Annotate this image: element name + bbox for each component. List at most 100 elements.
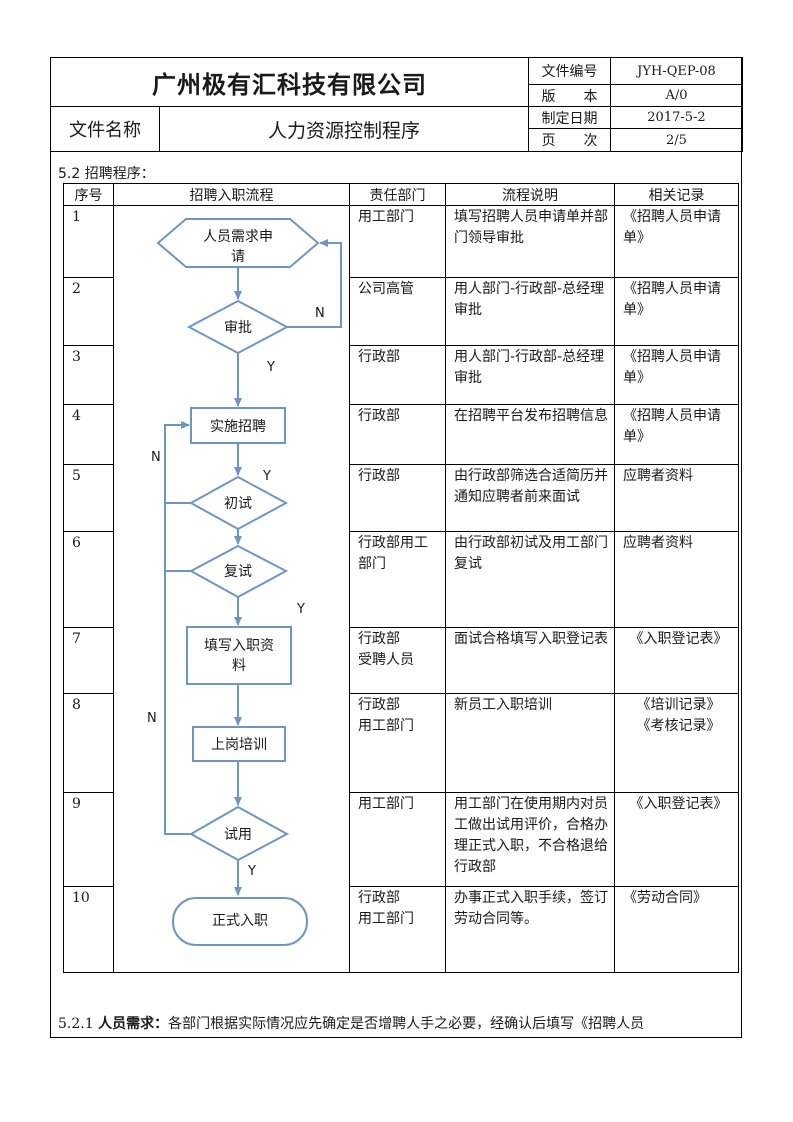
approve-no-loop <box>287 239 342 328</box>
flow-approve-yes: Y <box>266 360 275 375</box>
recruitment-flowchart: 人员需求申 请 审批 实施招聘 初试 复试 填写入职资 料 上岗培训 试用 正式… <box>147 218 342 946</box>
table-row: 7 行政部 受聘人员面试合格填写入职登记表《入职登记表》 <box>63 627 739 694</box>
table-row: 6 行政部用工部门由行政部初试及用工部门复试应聘者资料 <box>63 531 739 628</box>
flow-cell <box>113 404 350 465</box>
flow-trial-label: 试用 <box>224 827 252 843</box>
row-dept: 行政部 <box>349 464 446 532</box>
request-hexagon <box>156 218 320 268</box>
row-record: 应聘者资料 <box>614 531 739 628</box>
flow-first-interview-label: 初试 <box>224 495 252 512</box>
footer-number: 5.2.1 <box>58 1016 94 1032</box>
col-header-dept: 责任部门 <box>349 183 446 206</box>
row-record: 《招聘人员申请单》 <box>614 404 739 465</box>
row-record: 《入职登记表》 <box>614 627 739 694</box>
row-number: 5 <box>63 464 114 532</box>
flow-cell <box>113 531 350 628</box>
table-row: 8 行政部 用工部门新员工入职培训《培训记录》 《考核记录》 <box>63 693 739 793</box>
flow-cell <box>113 345 350 405</box>
row-dept: 行政部 受聘人员 <box>349 627 446 694</box>
flow-cell <box>113 627 350 694</box>
flow-recruit-label: 实施招聘 <box>210 419 266 435</box>
row-dept: 行政部用工部门 <box>349 531 446 628</box>
flow-approve-no: N <box>315 306 325 321</box>
row-record: 《招聘人员申请单》 <box>614 205 739 278</box>
flow-approve-label: 审批 <box>224 320 252 336</box>
flow-second-interview-label: 复试 <box>224 563 252 580</box>
second-interview-diamond <box>188 544 289 599</box>
page-frame <box>50 57 742 1038</box>
table-row: 10 行政部 用工部门办事正式入职手续，签订劳动合同等。《劳动合同》 <box>63 886 739 973</box>
meta-key-date: 制定日期 <box>528 106 611 129</box>
row-number: 9 <box>63 792 114 887</box>
row-description: 由行政部筛选合适简历并通知应聘者前来面试 <box>445 464 615 532</box>
document-header: 广州极有汇科技有限公司 文件编号 JYH-QEP-08 版 本 A/0 文件名称… <box>50 57 743 152</box>
section-title: 5.2 招聘程序： <box>58 166 155 182</box>
row-number: 7 <box>63 627 114 694</box>
row-description: 由行政部初试及用工部门复试 <box>445 531 615 628</box>
company-name: 广州极有汇科技有限公司 <box>50 57 529 107</box>
formal-entry-pill <box>172 897 308 946</box>
flow-formal-label: 正式入职 <box>212 913 268 929</box>
table-row: 9 用工部门用工部门在使用期内对员工做出试用评价，合格办理正式入职，不合格退给行政… <box>63 792 739 887</box>
row-record: 《入职登记表》 <box>614 792 739 887</box>
row-number: 4 <box>63 404 114 465</box>
first-interview-no-loop <box>164 421 191 504</box>
row-dept: 行政部 <box>349 404 446 465</box>
table-header-row: 序号 招聘入职流程 责任部门 流程说明 相关记录 <box>63 183 739 206</box>
row-record: 应聘者资料 <box>614 464 739 532</box>
row-description: 用人部门-行政部-总经理审批 <box>445 277 615 346</box>
meta-key-docno: 文件编号 <box>528 57 611 85</box>
table-row: 1 用工部门填写招聘人员申请单并部门领导审批《招聘人员申请单》 <box>63 205 739 278</box>
row-number: 1 <box>63 205 114 278</box>
row-description: 办事正式入职手续，签订劳动合同等。 <box>445 886 615 973</box>
row-record: 《培训记录》 《考核记录》 <box>614 693 739 793</box>
row-record: 《招聘人员申请单》 <box>614 345 739 405</box>
footer-bold-label: 人员需求： <box>98 1016 169 1032</box>
flow-fill-form-line2: 料 <box>232 658 246 674</box>
flow-cell <box>113 464 350 532</box>
row-dept: 行政部 用工部门 <box>349 886 446 973</box>
footer-paragraph: 5.2.1 人员需求：各部门根据实际情况应先确定是否增聘人手之必要，经确认后填写… <box>58 1013 738 1033</box>
row-dept: 行政部 <box>349 345 446 405</box>
col-header-desc: 流程说明 <box>445 183 615 206</box>
flow-cell <box>113 693 350 793</box>
row-description: 在招聘平台发布招聘信息 <box>445 404 615 465</box>
row-dept: 公司高管 <box>349 277 446 346</box>
row-description: 填写招聘人员申请单并部门领导审批 <box>445 205 615 278</box>
doc-title: 人力资源控制程序 <box>159 106 529 152</box>
meta-value-page: 2/5 <box>610 128 743 152</box>
row-number: 8 <box>63 693 114 793</box>
meta-value-docno: JYH-QEP-08 <box>610 57 743 85</box>
flow-trial-no: N <box>147 711 157 726</box>
flow-first-interview-yes: Y <box>262 469 271 484</box>
flow-trial-yes: Y <box>247 864 256 879</box>
row-description: 用人部门-行政部-总经理审批 <box>445 345 615 405</box>
trial-no-loop <box>164 503 191 835</box>
row-dept: 用工部门 <box>349 792 446 887</box>
trial-diamond <box>188 805 290 862</box>
row-description: 面试合格填写入职登记表 <box>445 627 615 694</box>
col-header-flow: 招聘入职流程 <box>113 183 350 206</box>
row-description: 用工部门在使用期内对员工做出试用评价，合格办理正式入职，不合格退给行政部 <box>445 792 615 887</box>
row-number: 10 <box>63 886 114 973</box>
row-dept: 用工部门 <box>349 205 446 278</box>
row-number: 2 <box>63 277 114 346</box>
table-row: 4 行政部在招聘平台发布招聘信息《招聘人员申请单》 <box>63 404 739 465</box>
footer-text: 各部门根据实际情况应先确定是否增聘人手之必要，经确认后填写《招聘人员 <box>168 1016 645 1032</box>
flow-cell <box>113 205 350 278</box>
row-dept: 行政部 用工部门 <box>349 693 446 793</box>
flow-training-label: 上岗培训 <box>211 737 267 753</box>
row-record: 《劳动合同》 <box>614 886 739 973</box>
flow-request-line1: 人员需求申 <box>203 229 273 245</box>
flow-cell <box>113 886 350 973</box>
flow-cell <box>113 792 350 887</box>
flow-fill-form-line1: 填写入职资 <box>204 638 274 654</box>
flow-cell <box>113 277 350 346</box>
row-number: 6 <box>63 531 114 628</box>
flow-interview-no: N <box>151 450 161 465</box>
row-description: 新员工入职培训 <box>445 693 615 793</box>
col-header-no: 序号 <box>63 183 114 206</box>
col-header-record: 相关记录 <box>614 183 739 206</box>
